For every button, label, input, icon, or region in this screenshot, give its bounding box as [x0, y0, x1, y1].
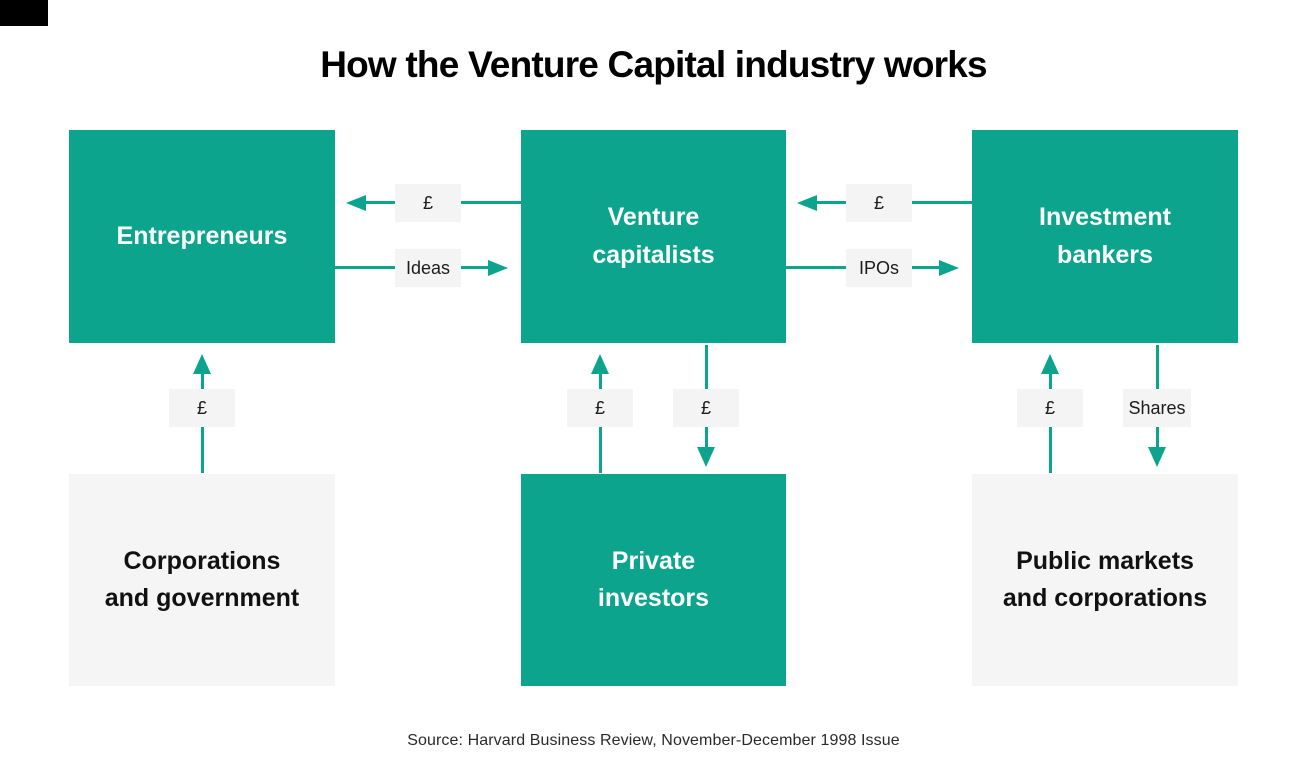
flow-line [461, 201, 521, 204]
flow-line [1048, 374, 1052, 389]
flow-line [200, 374, 204, 389]
flow-line [1155, 427, 1159, 447]
flow-line [1048, 427, 1052, 473]
arrow-up-icon [1041, 354, 1059, 374]
flow-line [1155, 345, 1159, 389]
flow-line [598, 374, 602, 389]
flow-shares-bankers-to-public-markets: Shares [1123, 345, 1191, 473]
flow-label-ipos: IPOs [846, 249, 912, 287]
box-label: Investment bankers [1039, 203, 1171, 269]
source-credit: Source: Harvard Business Review, Novembe… [407, 732, 900, 749]
arrow-down-icon [697, 447, 715, 467]
flow-line [912, 266, 939, 269]
page-title: How the Venture Capital industry works [320, 44, 987, 85]
box-venture-capitalists: Venture capitalists [521, 130, 786, 343]
flow-line [461, 266, 488, 269]
arrow-right-icon [488, 260, 508, 276]
flow-ideas-entrepreneurs-to-vc: Ideas [335, 249, 521, 287]
arrow-left-icon [797, 195, 817, 211]
box-label: Public markets and corporations [1002, 546, 1208, 613]
flow-money-private-investors-to-vc: £ [567, 345, 633, 473]
flow-label-money: £ [169, 389, 235, 427]
flow-line [200, 427, 204, 473]
flow-label-money: £ [846, 184, 912, 222]
box-investment-bankers: Investment bankers [972, 130, 1238, 343]
flow-line [598, 427, 602, 473]
flow-line [912, 201, 972, 204]
box-corporations-and-government: Corporations and government [69, 474, 335, 686]
box-label: Private investors [597, 546, 710, 613]
flow-line [365, 201, 395, 204]
flow-ipos-vc-to-bankers: IPOs [786, 249, 972, 287]
flow-label-shares: Shares [1123, 389, 1191, 427]
flow-line [704, 427, 708, 447]
flow-money-bankers-to-vc: £ [786, 184, 972, 222]
flow-label-money: £ [567, 389, 633, 427]
corner-mark [0, 0, 48, 26]
box-label: Venture capitalists [592, 203, 715, 269]
box-label: Entrepreneurs [116, 221, 288, 250]
box-private-investors: Private investors [521, 474, 786, 686]
box-public-markets-and-corporations: Public markets and corporations [972, 474, 1238, 686]
flow-label-ideas: Ideas [395, 249, 461, 287]
flow-line [816, 201, 846, 204]
flow-money-vc-to-private-investors: £ [673, 345, 739, 473]
flow-line [704, 345, 708, 389]
flow-line [335, 266, 395, 269]
flow-money-corporations-to-entrepreneurs: £ [169, 345, 235, 473]
flow-label-money: £ [395, 184, 461, 222]
arrow-up-icon [193, 354, 211, 374]
flow-label-money: £ [1017, 389, 1083, 427]
box-entrepreneurs: Entrepreneurs [69, 130, 335, 343]
arrow-up-icon [591, 354, 609, 374]
flow-money-vc-to-entrepreneurs: £ [335, 184, 521, 222]
arrow-right-icon [939, 260, 959, 276]
flow-label-money: £ [673, 389, 739, 427]
flow-line [786, 266, 846, 269]
arrow-down-icon [1148, 447, 1166, 467]
arrow-left-icon [346, 195, 366, 211]
box-label: Corporations and government [104, 546, 300, 613]
flow-money-public-markets-to-bankers: £ [1017, 345, 1083, 473]
